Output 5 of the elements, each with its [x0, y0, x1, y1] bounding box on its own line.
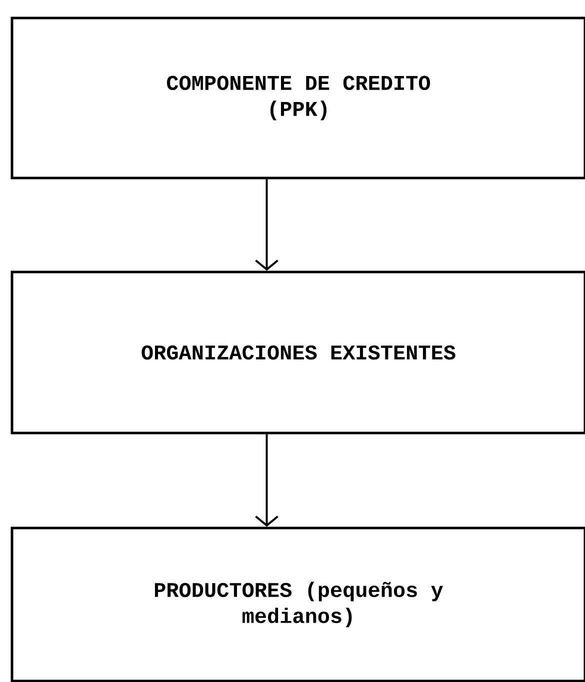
arrow	[255, 434, 278, 527]
process-box: COMPONENTE DE CREDITO (PPK)	[10, 16, 585, 180]
arrow	[255, 179, 278, 271]
process-box: ORGANIZACIONES EXISTENTES	[10, 270, 585, 434]
process-box: PRODUCTORES (pequeños y medianos)	[10, 526, 585, 682]
